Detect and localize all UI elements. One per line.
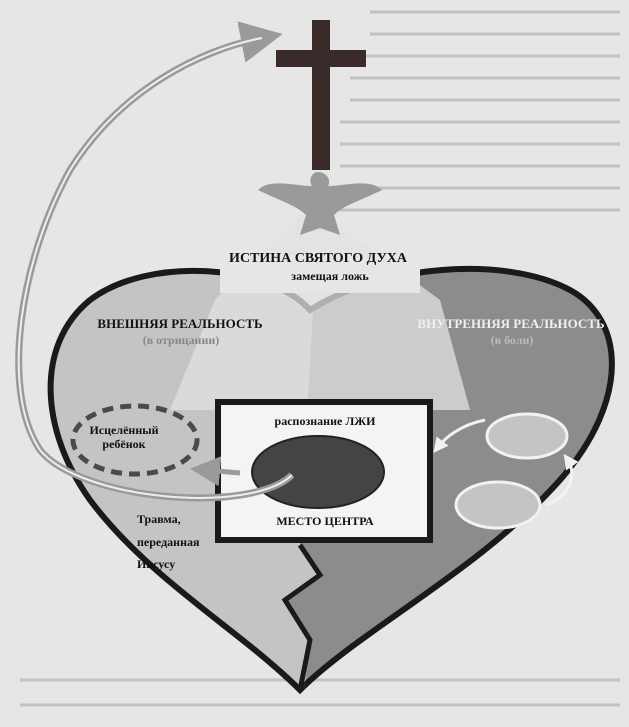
title: ИСТИНА СВЯТОГО ДУХА <box>229 251 407 266</box>
outer-reality-note: (в отрицании) <box>142 333 220 347</box>
background-text <box>20 10 620 707</box>
light-beam <box>170 215 470 410</box>
trauma-line-2: переданная <box>137 535 200 549</box>
center-ellipse <box>251 435 385 509</box>
inner-reality-note: (в боли) <box>490 333 534 347</box>
center-box-bottom-label: МЕСТО ЦЕНТРА <box>276 514 374 528</box>
inner-reality-label: ВНУТРЕННЯЯ РЕАЛЬНОСТЬ <box>417 316 605 331</box>
inner-oval-bottom <box>454 480 542 530</box>
arrow-to-healed-child <box>190 456 241 487</box>
outer-reality-label: ВНЕШНЯЯ РЕАЛЬНОСТЬ <box>97 316 263 331</box>
healed-child-label: Исцелённый ребёнок <box>89 423 159 451</box>
trauma-line-1: Травма, <box>137 512 181 526</box>
subtitle: замещая ложь <box>291 269 369 283</box>
trauma-line-3: Иисусу <box>137 557 176 571</box>
cross-icon <box>276 20 366 170</box>
dove-icon <box>258 172 382 235</box>
healed-child-ellipse <box>70 403 200 477</box>
inner-oval-top <box>485 412 569 460</box>
heart-crack <box>281 543 324 691</box>
center-box-top-label: распознание ЛЖИ <box>274 414 376 428</box>
